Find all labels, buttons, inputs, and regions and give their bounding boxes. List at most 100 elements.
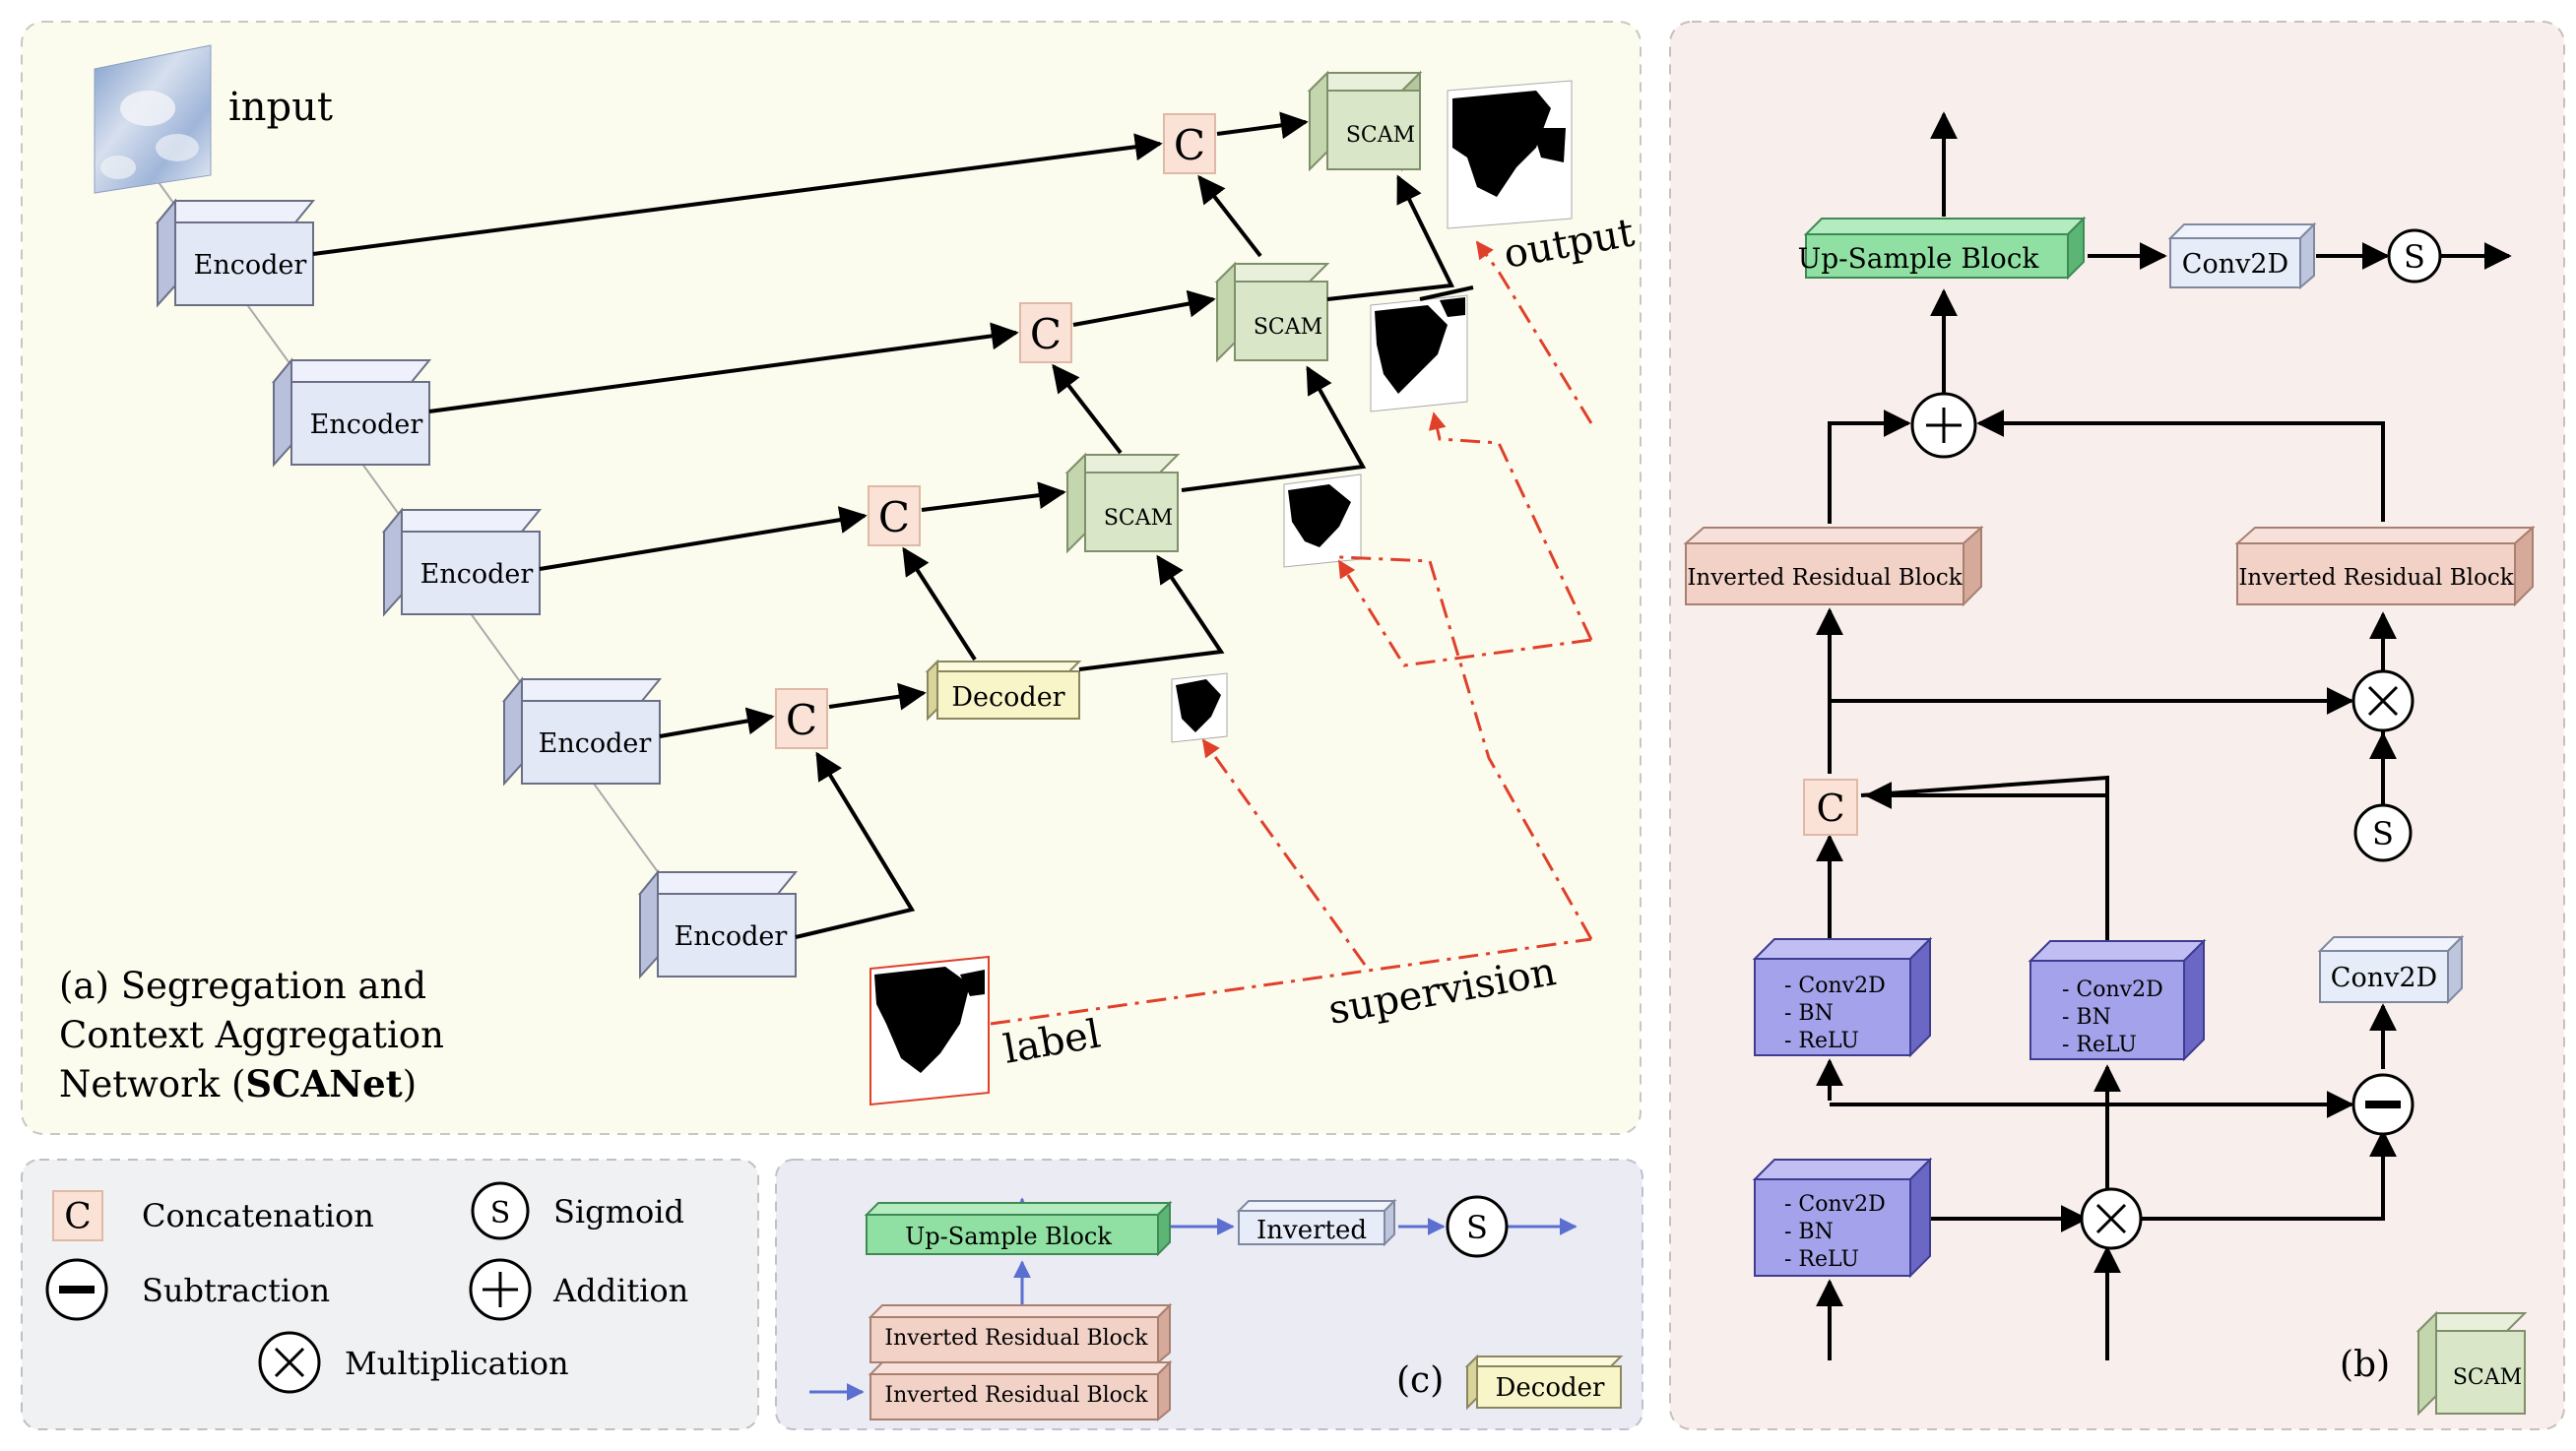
encoder-5-label: Encoder [675, 921, 788, 952]
svg-text:- BN: - BN [1784, 1220, 1834, 1244]
output-mask-4 [1171, 672, 1228, 743]
svg-text:Inverted Residual Block: Inverted Residual Block [884, 1383, 1148, 1408]
inverted-block-c: Inverted [1236, 1198, 1397, 1247]
encoder-2: Encoder [271, 357, 432, 468]
svg-text:Sigmoid: Sigmoid [553, 1193, 684, 1230]
svg-text:Up-Sample Block: Up-Sample Block [905, 1223, 1112, 1250]
svg-text:- Conv2D: - Conv2D [2062, 978, 2163, 1002]
upsample-block-b: Up-Sample Block [1798, 216, 2087, 281]
svg-text:C: C [64, 1197, 92, 1237]
concat-3: C [868, 485, 921, 546]
scam-1: SCAM [1307, 70, 1423, 172]
concat-b: C [1803, 779, 1858, 836]
panel-b-background [1669, 21, 2565, 1430]
svg-text:Inverted Residual Block: Inverted Residual Block [1687, 565, 1963, 591]
scam-3: SCAM [1064, 452, 1181, 554]
svg-text:C: C [1816, 787, 1844, 830]
concat-2: C [1019, 302, 1072, 363]
svg-text:Inverted: Inverted [1256, 1216, 1367, 1245]
irb-bottom-c: Inverted Residual Block [868, 1359, 1173, 1422]
output-mask-3 [1283, 473, 1362, 568]
panel-b-caption: (b) [2340, 1345, 2390, 1385]
legend-multiplication: Multiplication [258, 1331, 569, 1394]
legend-background [21, 1159, 759, 1430]
conv2d-mid-b: Conv2D [2317, 934, 2465, 1005]
svg-text:Inverted Residual Block: Inverted Residual Block [2238, 565, 2514, 591]
label-mask [869, 955, 990, 1106]
cbr-block-upper-right-b: - Conv2D - BN - ReLU [2028, 938, 2207, 1062]
legend-concat: C Concatenation [52, 1190, 374, 1241]
svg-text:Decoder: Decoder [951, 682, 1064, 713]
svg-text:- ReLU: - ReLU [1784, 1247, 1859, 1272]
svg-text:SCAM: SCAM [1346, 123, 1415, 148]
panel-a-connections [312, 111, 1474, 939]
output-mask-2 [1370, 294, 1468, 412]
upsample-block-c: Up-Sample Block [864, 1200, 1173, 1257]
decoder-block: Decoder [925, 659, 1082, 722]
svg-text:C: C [878, 493, 910, 541]
sigmoid-c: S [1446, 1195, 1509, 1258]
sigmoid-mid-b: S [2353, 803, 2413, 862]
supervision-lines [990, 240, 1593, 1026]
svg-text:S: S [490, 1196, 511, 1230]
svg-text:S: S [2372, 815, 2394, 852]
scam-2: SCAM [1214, 261, 1330, 363]
panel-a-caption-line3: Network (SCANet) [59, 1062, 417, 1105]
sigmoid-top-b: S [2387, 228, 2442, 284]
decoder-tag-c: Decoder [1464, 1354, 1624, 1411]
svg-text:- ReLU: - ReLU [1784, 1029, 1859, 1053]
legend: C Concatenation S Sigmoid Subtraction Ad… [45, 1181, 688, 1394]
concat-4: C [775, 688, 828, 749]
panel-c: Up-Sample Block Inverted S Inverted Resi… [809, 1195, 1624, 1422]
svg-text:- Conv2D: - Conv2D [1784, 1192, 1886, 1217]
panel-a-caption-line1: (a) Segregation and [59, 965, 426, 1007]
svg-text:Up-Sample Block: Up-Sample Block [1798, 242, 2040, 275]
panel-a: input Encoder Encoder Encoder Encoder [59, 44, 1638, 1106]
output-mask-1 [1447, 80, 1573, 229]
input-label: input [228, 85, 333, 130]
concat-1: C [1163, 113, 1216, 174]
svg-text:Conv2D: Conv2D [2331, 963, 2437, 993]
svg-text:- BN: - BN [2062, 1005, 2111, 1030]
encoder-1: Encoder [155, 198, 316, 308]
svg-text:Subtraction: Subtraction [142, 1272, 330, 1309]
svg-text:Multiplication: Multiplication [345, 1345, 569, 1382]
panel-b: Up-Sample Block Conv2D S Inverted Residu… [1683, 111, 2536, 1417]
panel-a-caption-line2: Context Aggregation [59, 1014, 444, 1056]
encoder-3: Encoder [381, 507, 543, 617]
svg-text:Conv2D: Conv2D [2182, 249, 2288, 280]
scam-tag-b: SCAM [2415, 1310, 2528, 1417]
legend-subtraction: Subtraction [45, 1258, 330, 1321]
multiply-node-bottom-b [2080, 1187, 2143, 1250]
encoder-5: Encoder [637, 869, 799, 979]
encoder-4-label: Encoder [539, 728, 652, 759]
svg-text:Concatenation: Concatenation [142, 1197, 374, 1234]
subtraction-node-b [2351, 1073, 2415, 1136]
svg-text:C: C [1174, 121, 1205, 169]
svg-text:- ReLU: - ReLU [2062, 1033, 2137, 1057]
encoder-3-label: Encoder [420, 559, 534, 590]
svg-text:SCAM: SCAM [1104, 506, 1173, 531]
cbr-block-upper-left-b: - Conv2D - BN - ReLU [1752, 936, 1933, 1058]
encoder-4: Encoder [501, 676, 663, 787]
panel-c-caption: (c) [1396, 1360, 1444, 1401]
svg-text:- BN: - BN [1784, 1001, 1834, 1026]
svg-text:SCAM: SCAM [2453, 1365, 2522, 1390]
addition-node-b [1910, 392, 1977, 459]
legend-addition: Addition [469, 1258, 688, 1321]
input-image [94, 44, 212, 194]
irb-top-c: Inverted Residual Block [868, 1302, 1173, 1365]
svg-text:C: C [1030, 310, 1062, 358]
encoder-2-label: Encoder [310, 410, 423, 440]
svg-text:SCAM: SCAM [1254, 315, 1322, 340]
svg-text:S: S [2404, 238, 2425, 276]
svg-text:Inverted Residual Block: Inverted Residual Block [884, 1326, 1148, 1351]
svg-text:Decoder: Decoder [1496, 1373, 1605, 1403]
svg-text:- Conv2D: - Conv2D [1784, 974, 1886, 998]
svg-text:S: S [1466, 1209, 1488, 1246]
irb-right-b: Inverted Residual Block [2234, 525, 2536, 607]
multiply-node-right-b [2351, 669, 2415, 732]
encoder-1-label: Encoder [194, 250, 307, 281]
